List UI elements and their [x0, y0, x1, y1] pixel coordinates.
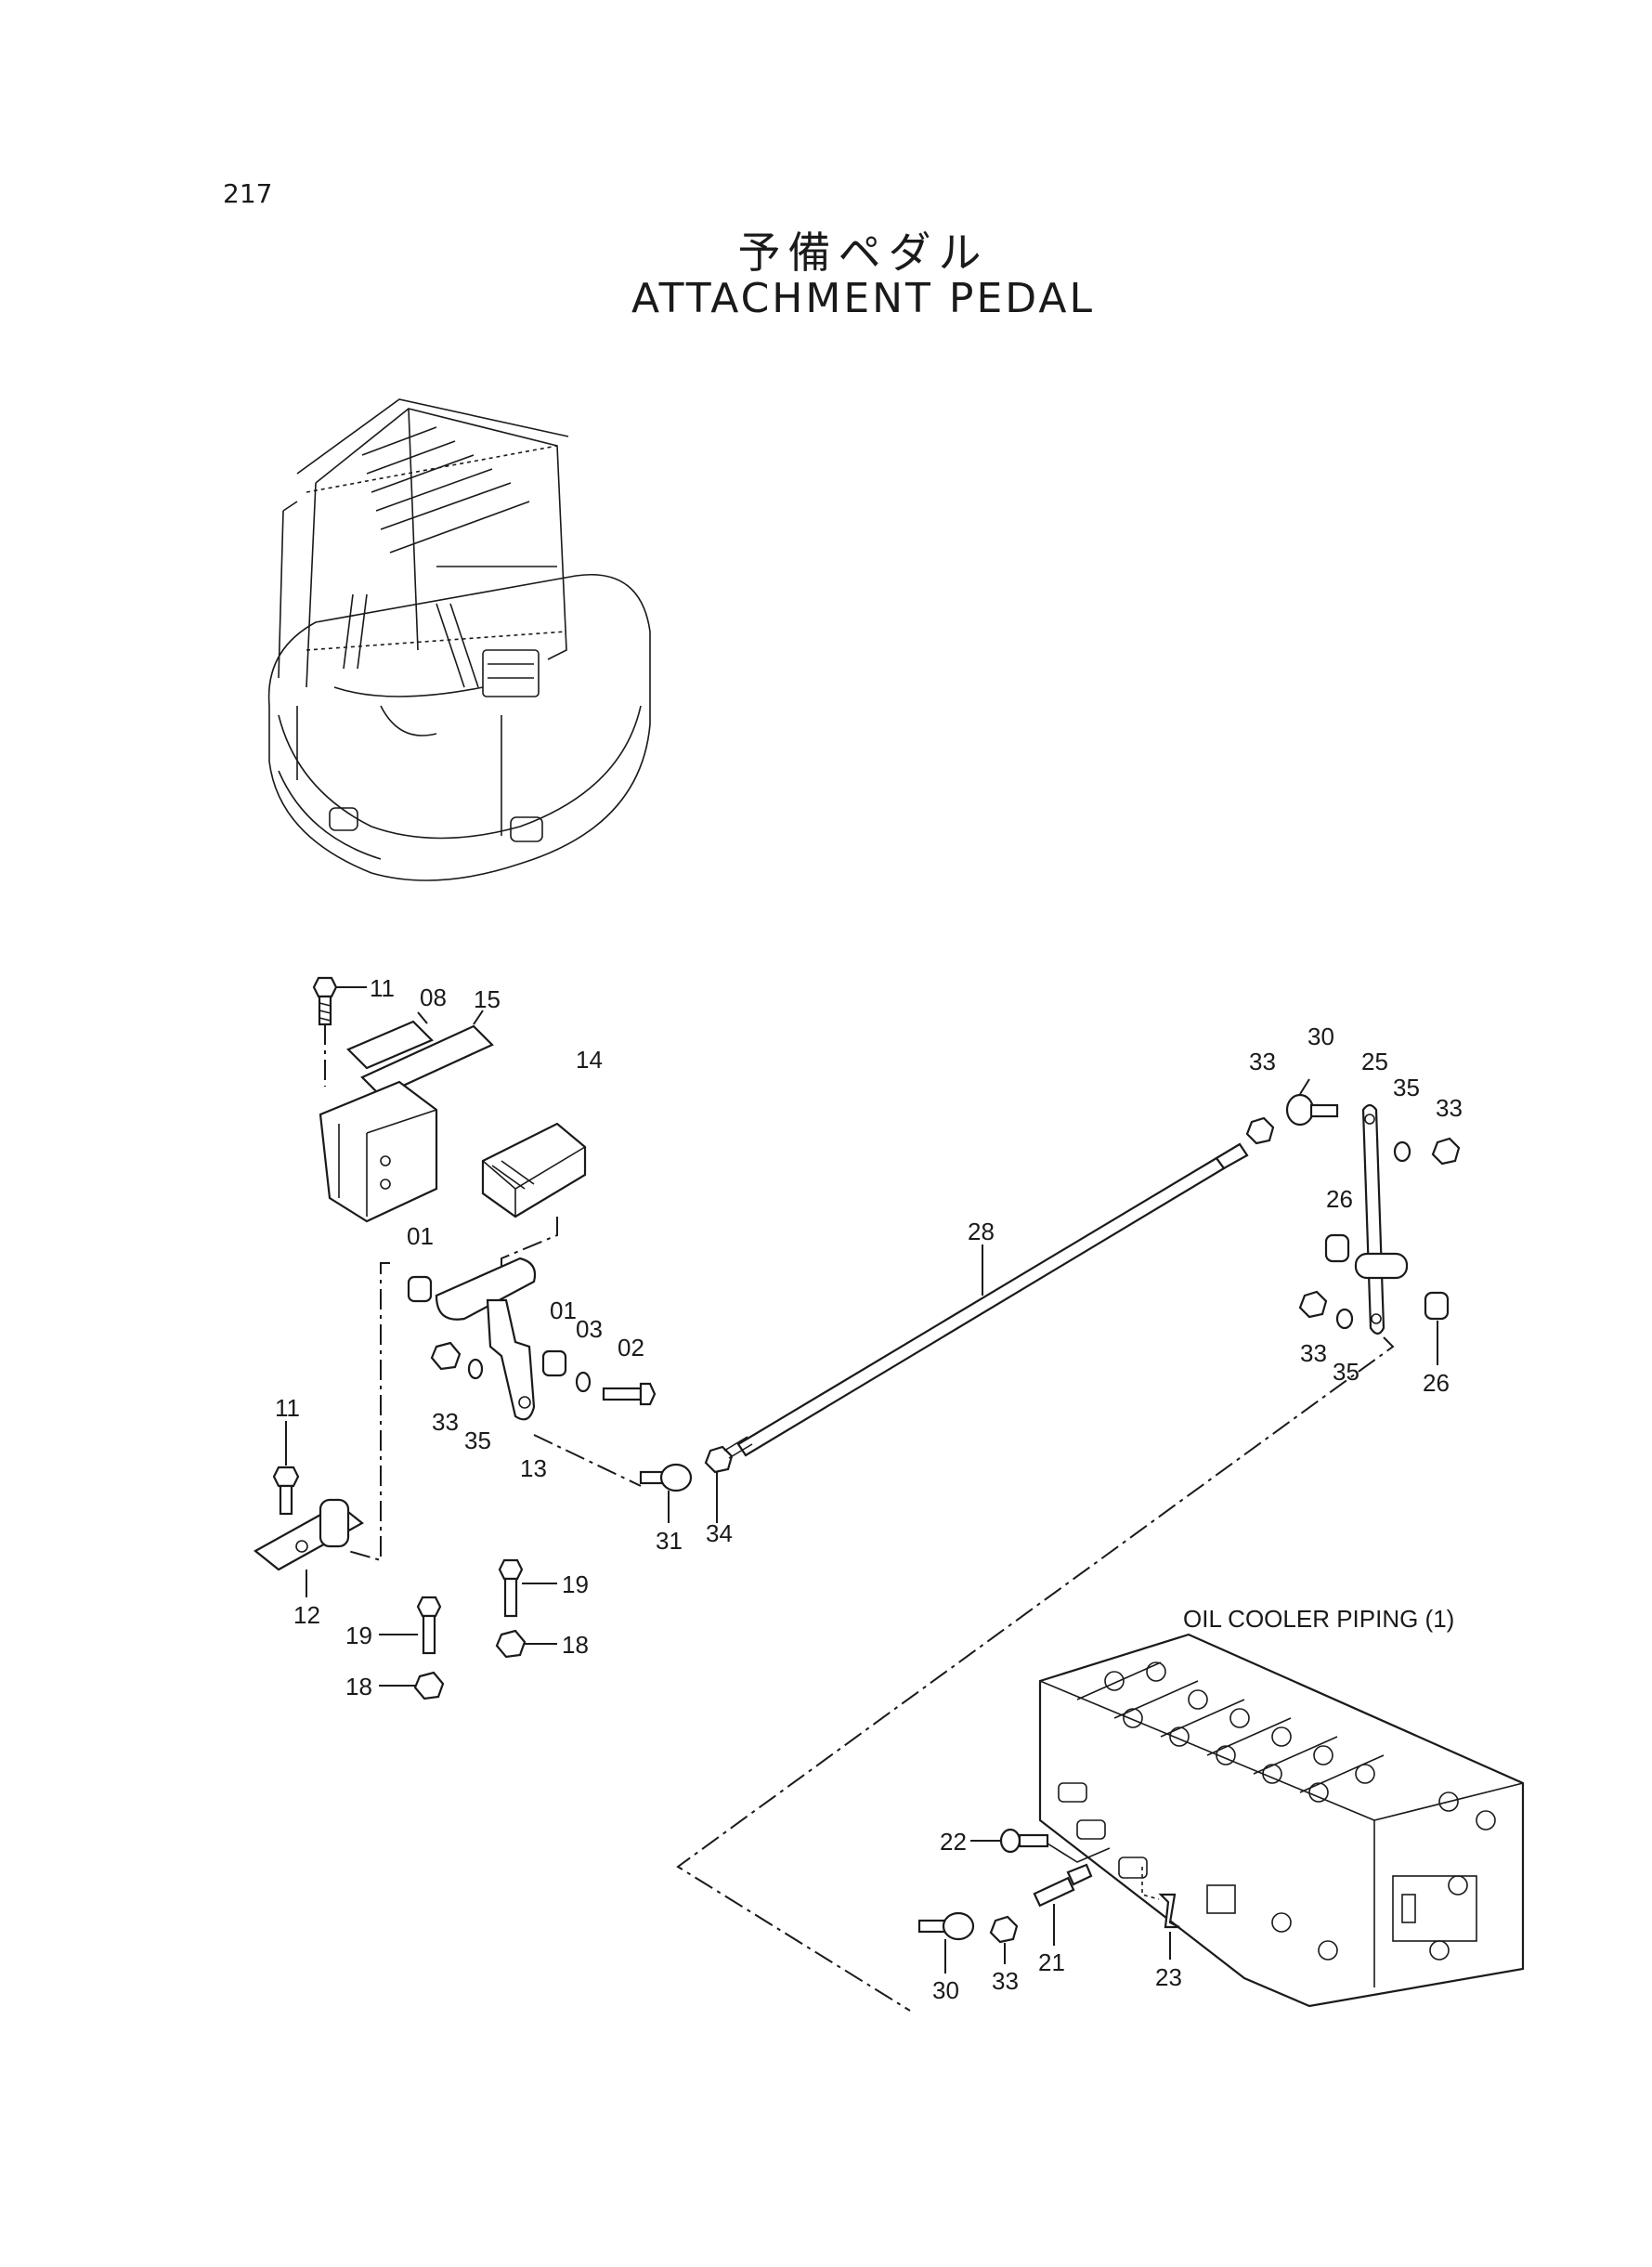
callout-33-lower-right: 33 [1300, 1339, 1327, 1367]
callout-13: 13 [520, 1454, 547, 1482]
callout-01-left: 01 [407, 1222, 434, 1250]
callout-23: 23 [1155, 1963, 1182, 1991]
callout-03: 03 [576, 1315, 603, 1343]
rod-end-30-bottom [917, 1911, 975, 1974]
callout-33-top-right: 33 [1436, 1094, 1463, 1122]
callout-35-lower-right: 35 [1333, 1358, 1359, 1386]
washer-03 [575, 1371, 592, 1393]
callout-35-left: 35 [464, 1427, 491, 1454]
clip-23 [1141, 1867, 1180, 1960]
rod-end-30-top [1285, 1078, 1339, 1127]
callout-21: 21 [1038, 1948, 1065, 1976]
callout-25: 25 [1361, 1048, 1388, 1075]
washer-35-lower-right [1335, 1308, 1354, 1330]
washer-35-left [467, 1358, 484, 1380]
callout-19-left: 19 [345, 1622, 372, 1649]
callout-26-bottom: 26 [1423, 1369, 1450, 1397]
callout-35-top: 35 [1393, 1074, 1420, 1101]
bolt-11-lower [272, 1421, 300, 1516]
pedal-cover-plates [346, 1010, 494, 1098]
callout-18-left: 18 [345, 1673, 372, 1700]
excavator-overview-illustration [267, 398, 651, 881]
bushing-26-top [1324, 1233, 1350, 1263]
bushing-01-left [407, 1275, 433, 1303]
callout-33-left: 33 [432, 1408, 459, 1436]
callout-02: 02 [618, 1334, 644, 1362]
callout-22: 22 [940, 1828, 967, 1856]
callout-33-valve: 33 [992, 1967, 1019, 1995]
bolt-02 [602, 1382, 657, 1406]
bolt-11-top [312, 976, 367, 1087]
callout-34: 34 [706, 1519, 733, 1547]
callout-08: 08 [420, 984, 447, 1011]
nut-33-left [430, 1341, 462, 1371]
leader-pedal-hinge [347, 1262, 390, 1562]
pedal-arm [435, 1257, 537, 1421]
page-number: 217 [223, 178, 273, 209]
bolt-19-right [498, 1558, 557, 1618]
nut-33-top-right [1431, 1137, 1461, 1166]
callout-30-bottom: 30 [932, 1976, 959, 2004]
control-rod-28 [723, 1142, 1249, 1459]
rod-end-31 [639, 1463, 693, 1523]
nut-18-left [379, 1671, 445, 1700]
bolt-19-left [379, 1596, 442, 1655]
callout-31: 31 [656, 1527, 683, 1555]
callout-11-top: 11 [370, 974, 395, 1002]
callout-30-top: 30 [1307, 1023, 1334, 1050]
nut-34 [704, 1445, 734, 1523]
nut-33-valve [989, 1915, 1019, 1964]
callout-14: 14 [576, 1046, 603, 1074]
pedal-pad [481, 1122, 587, 1286]
callout-labels: 11 08 15 14 01 01 03 02 33 35 13 11 12 1… [275, 974, 1463, 2004]
bolt-22 [970, 1828, 1111, 1863]
bushing-01-right [541, 1349, 567, 1377]
washer-35-top [1393, 1140, 1411, 1163]
nut-33-rod [1245, 1116, 1275, 1145]
callout-15: 15 [474, 985, 501, 1013]
nut-18-right [495, 1629, 557, 1659]
leader-pedal-rod [533, 1434, 642, 1487]
nut-33-lower-right [1298, 1290, 1328, 1319]
callout-01-right: 01 [550, 1296, 577, 1324]
callout-18-right: 18 [562, 1631, 589, 1659]
callout-11-lower: 11 [275, 1394, 300, 1422]
hinge-plate-12 [254, 1498, 364, 1597]
callout-28: 28 [968, 1218, 995, 1245]
page-title: ATTACHMENT PEDAL [631, 275, 1095, 322]
bushing-26-bottom [1424, 1291, 1450, 1365]
lever-25 [1354, 1103, 1409, 1335]
control-valve-assembly [1038, 1633, 1525, 2008]
leader-lever-to-valve [676, 1336, 1395, 2012]
callout-26-top: 26 [1326, 1185, 1353, 1213]
spool-pin-21 [1033, 1863, 1093, 1946]
callout-19-right: 19 [562, 1570, 589, 1598]
callout-33-rod: 33 [1249, 1048, 1276, 1075]
page-title-japanese: 予備ペダル [737, 228, 989, 278]
reference-label-oil-cooler-piping: OIL COOLER PIPING (1) [1183, 1605, 1455, 1633]
callout-12: 12 [293, 1601, 320, 1629]
pedal-bracket [319, 1080, 438, 1223]
